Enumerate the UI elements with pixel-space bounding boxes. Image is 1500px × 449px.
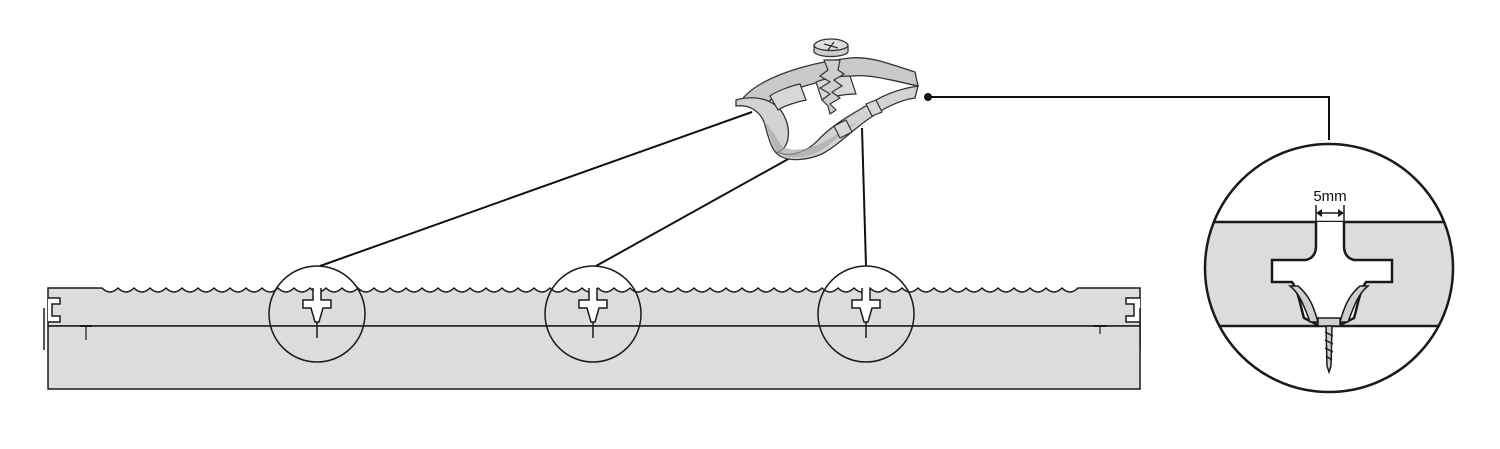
leader-line-1 bbox=[319, 111, 753, 267]
clip-screw bbox=[813, 38, 849, 115]
leader-line-3 bbox=[861, 127, 867, 267]
leader-lines bbox=[319, 93, 1330, 267]
joist bbox=[47, 325, 1141, 390]
clip-shadow bbox=[764, 120, 860, 158]
detail-callout-circle bbox=[1203, 142, 1455, 394]
end-screw-right bbox=[1094, 325, 1106, 334]
gap-detail-2 bbox=[544, 265, 642, 363]
gap-detail-1 bbox=[268, 265, 366, 363]
hidden-fastener-clip bbox=[735, 38, 919, 161]
gap-detail-circle bbox=[544, 265, 642, 363]
gap-dimension-arrow bbox=[1315, 205, 1345, 222]
end-screw-left bbox=[80, 325, 92, 340]
detail-callout bbox=[1203, 142, 1455, 394]
clip-body-rear bbox=[739, 57, 919, 111]
board-left-groove bbox=[48, 297, 61, 323]
gap-dimension-label: 5mm bbox=[1313, 188, 1347, 205]
leader-dot bbox=[924, 93, 932, 101]
callout-screw bbox=[1317, 317, 1341, 375]
leader-line-2 bbox=[595, 157, 791, 267]
leader-line-callout bbox=[928, 96, 1330, 140]
board-right-groove bbox=[1125, 297, 1140, 323]
screw-head-cross bbox=[823, 41, 839, 51]
gap-detail-circle bbox=[268, 265, 366, 363]
